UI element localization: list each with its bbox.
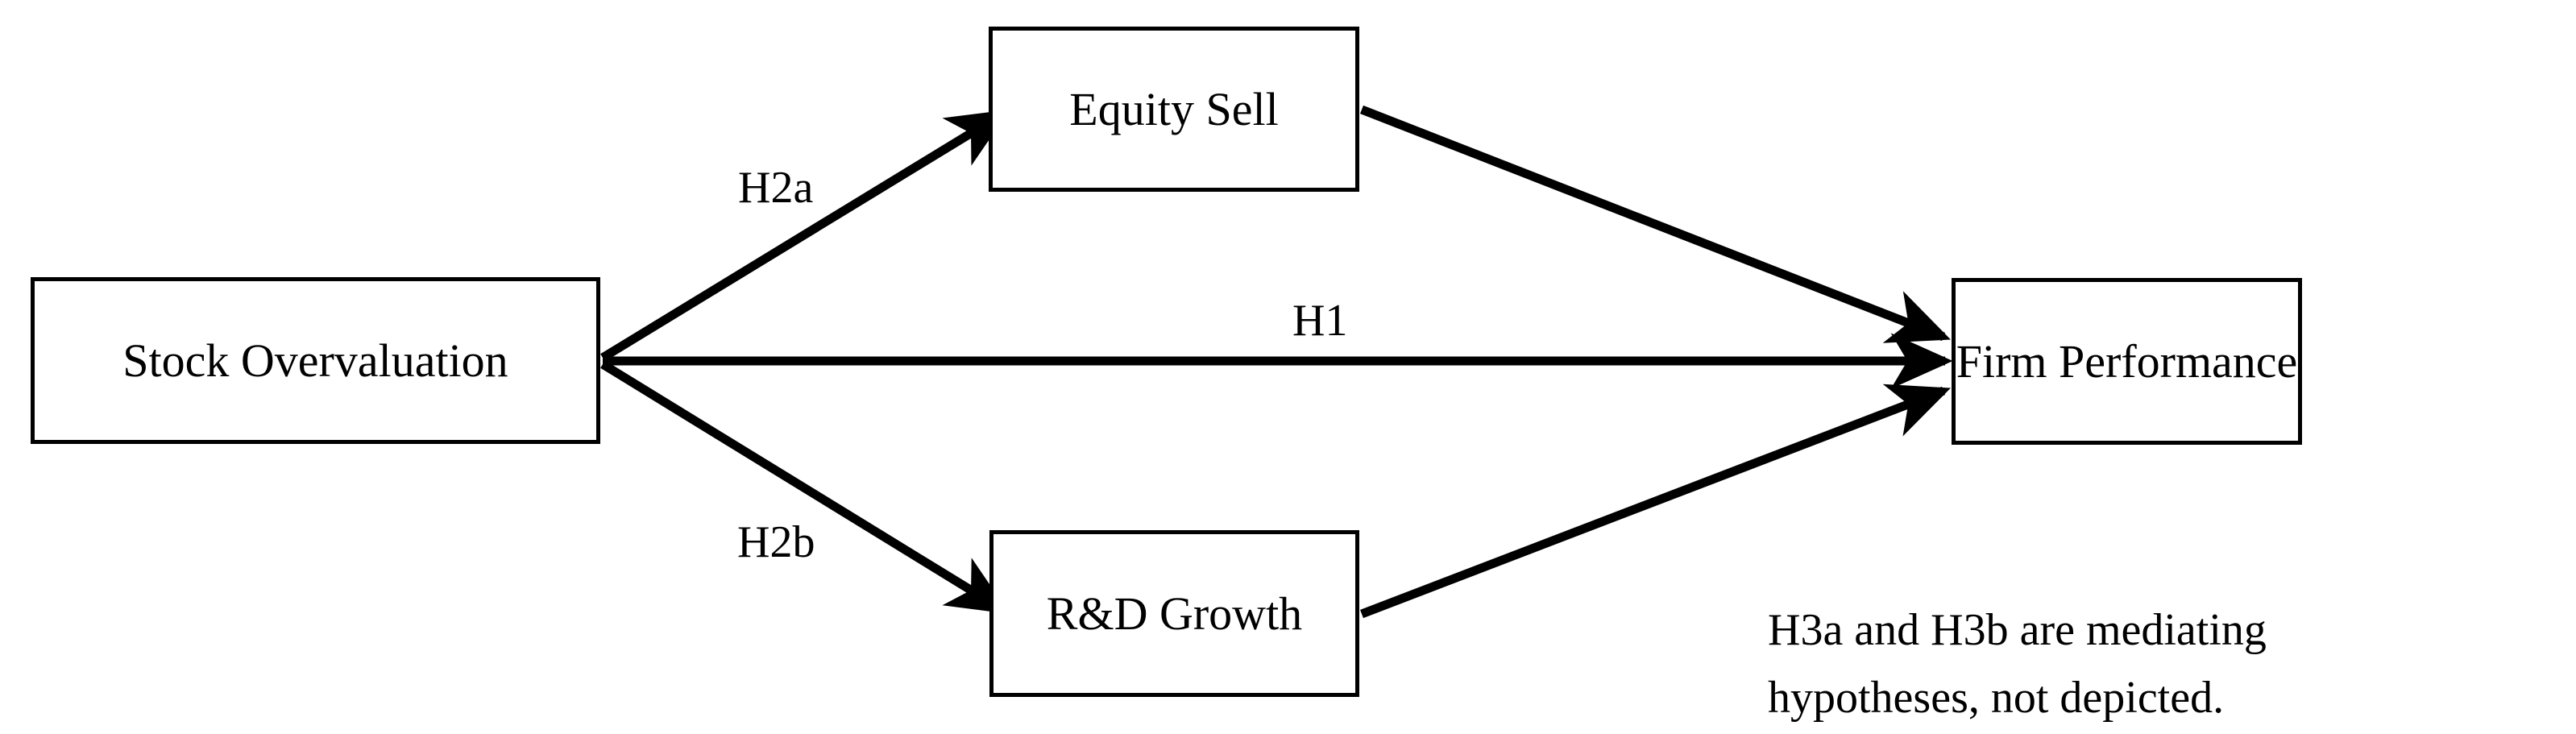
node-stock-overvaluation[interactable]: Stock Overvaluation (31, 277, 600, 444)
caption-line-1: H3a and H3b are mediating (1768, 605, 2267, 655)
edge-label-h2a: H2a (738, 163, 814, 213)
edge-rd-to-firm-line (1360, 384, 1951, 619)
edge-label-h2b: H2b (737, 517, 815, 567)
caption-note: H3a and H3b are mediating hypotheses, no… (1768, 596, 2267, 732)
edge-h2a-line (600, 109, 1010, 362)
node-label-stock-overvaluation: Stock Overvaluation (122, 334, 508, 387)
node-label-equity-sell: Equity Sell (1069, 82, 1279, 135)
node-equity-sell[interactable]: Equity Sell (989, 27, 1359, 192)
edge-label-h1: H1 (1292, 296, 1348, 346)
edge-h2b-line (600, 360, 1010, 615)
edge-equity-to-firm-line (1359, 105, 1951, 343)
node-label-firm-performance: Firm Performance (1956, 334, 2298, 388)
node-rd-growth[interactable]: R&D Growth (989, 530, 1359, 697)
caption-line-2: hypotheses, not depicted. (1768, 673, 2225, 723)
node-label-rd-growth: R&D Growth (1046, 587, 1303, 640)
node-firm-performance[interactable]: Firm Performance (1952, 278, 2302, 445)
